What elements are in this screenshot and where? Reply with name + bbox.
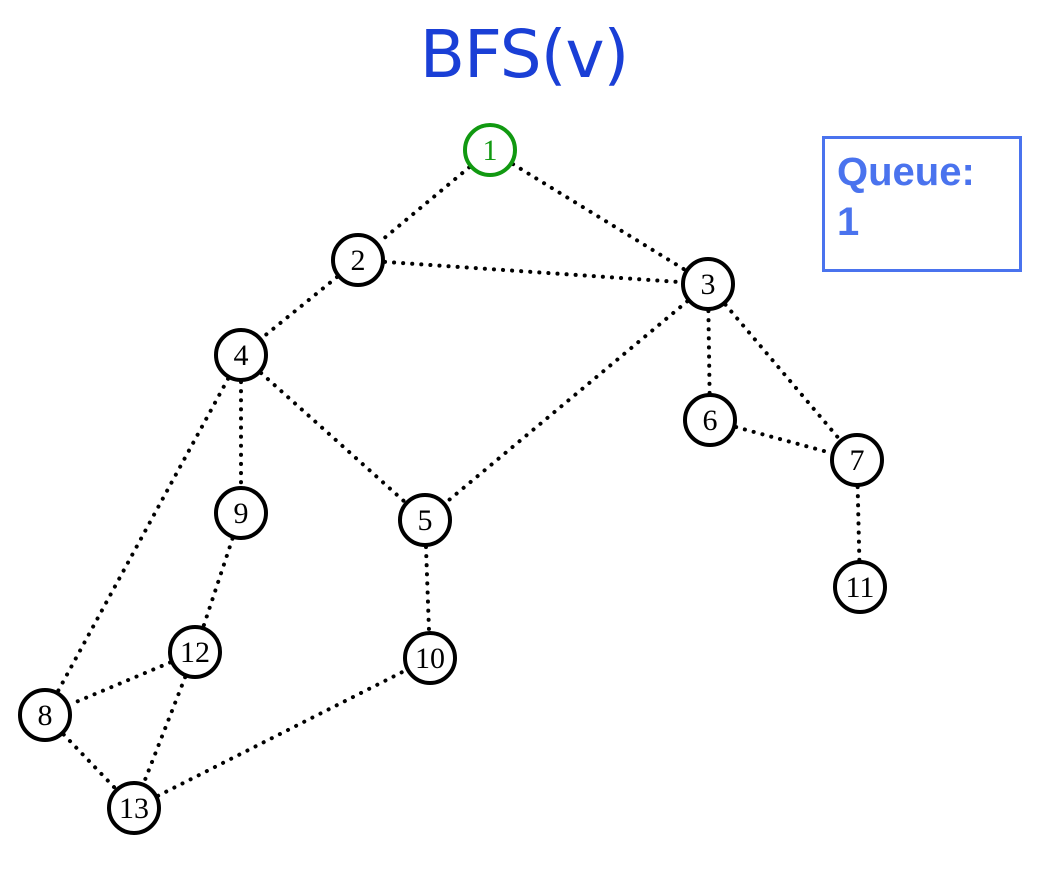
- node-circle: [681, 257, 735, 311]
- node-label: 6: [703, 404, 718, 437]
- node-label: 8: [38, 699, 53, 732]
- node-4: 4: [214, 328, 268, 382]
- queue-value: 1: [837, 200, 860, 244]
- edge-12-13: [141, 675, 188, 785]
- node-label: 3: [701, 268, 716, 301]
- node-circle: [830, 433, 884, 487]
- edge-8-13: [61, 732, 118, 791]
- diagram-title: BFS(v): [419, 16, 630, 93]
- node-label: 11: [846, 571, 875, 604]
- edge-7-11: [855, 484, 862, 563]
- queue-label: Queue:: [837, 150, 975, 194]
- edge-5-10: [423, 544, 432, 634]
- node-1: 1: [463, 123, 517, 177]
- node-2: 2: [331, 233, 385, 287]
- node-label: 13: [119, 792, 149, 825]
- node-circle: [403, 631, 457, 685]
- node-label: 5: [418, 504, 433, 537]
- node-circle: [463, 123, 517, 177]
- node-circle: [331, 233, 385, 287]
- node-label: 2: [351, 244, 366, 277]
- node-circle: [214, 486, 268, 540]
- edge-2-4: [259, 275, 340, 340]
- edge-6-7: [734, 425, 833, 455]
- node-6: 6: [683, 393, 737, 447]
- edge-9-12: [201, 536, 235, 629]
- edge-3-7: [723, 302, 842, 442]
- node-circle: [214, 328, 268, 382]
- node-circle: [398, 493, 452, 547]
- edge-1-2: [376, 165, 472, 245]
- node-10: 10: [403, 631, 457, 685]
- node-label: 4: [234, 339, 249, 372]
- graph-edges: [55, 162, 862, 798]
- edge-3-6: [706, 308, 712, 396]
- edge-4-5: [259, 371, 407, 504]
- node-label: 7: [850, 444, 865, 477]
- node-8: 8: [18, 688, 72, 742]
- node-3: 3: [681, 257, 735, 311]
- node-circle: [683, 393, 737, 447]
- node-12: 12: [168, 625, 222, 679]
- node-label: 1: [483, 134, 498, 167]
- node-circle: [107, 781, 161, 835]
- node-label: 10: [415, 642, 445, 675]
- node-11: 11: [833, 560, 887, 614]
- node-label: 12: [180, 636, 210, 669]
- node-circle: [168, 625, 222, 679]
- edge-2-3: [382, 259, 684, 285]
- edge-3-5: [443, 299, 690, 505]
- edge-13-10: [156, 668, 408, 798]
- node-circle: [18, 688, 72, 742]
- node-7: 7: [830, 433, 884, 487]
- node-9: 9: [214, 486, 268, 540]
- queue-box: Queue: 1: [822, 136, 1022, 272]
- node-circle: [833, 560, 887, 614]
- node-label: 9: [234, 497, 249, 530]
- edge-1-3: [511, 162, 687, 272]
- edge-12-8: [67, 660, 173, 707]
- node-5: 5: [398, 493, 452, 547]
- node-13: 13: [107, 781, 161, 835]
